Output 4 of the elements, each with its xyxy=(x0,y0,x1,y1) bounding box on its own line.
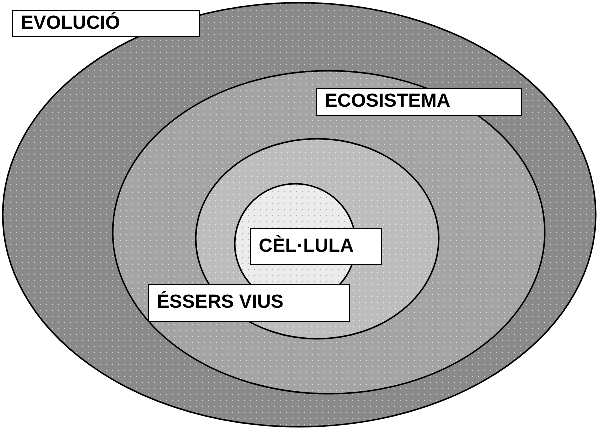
region-label: ÉSSERS VIUS xyxy=(148,284,350,322)
region-label: CÈL·LULA xyxy=(250,228,382,265)
region-label: ECOSISTEMA xyxy=(316,88,522,116)
region-label: EVOLUCIÓ xyxy=(12,10,200,37)
